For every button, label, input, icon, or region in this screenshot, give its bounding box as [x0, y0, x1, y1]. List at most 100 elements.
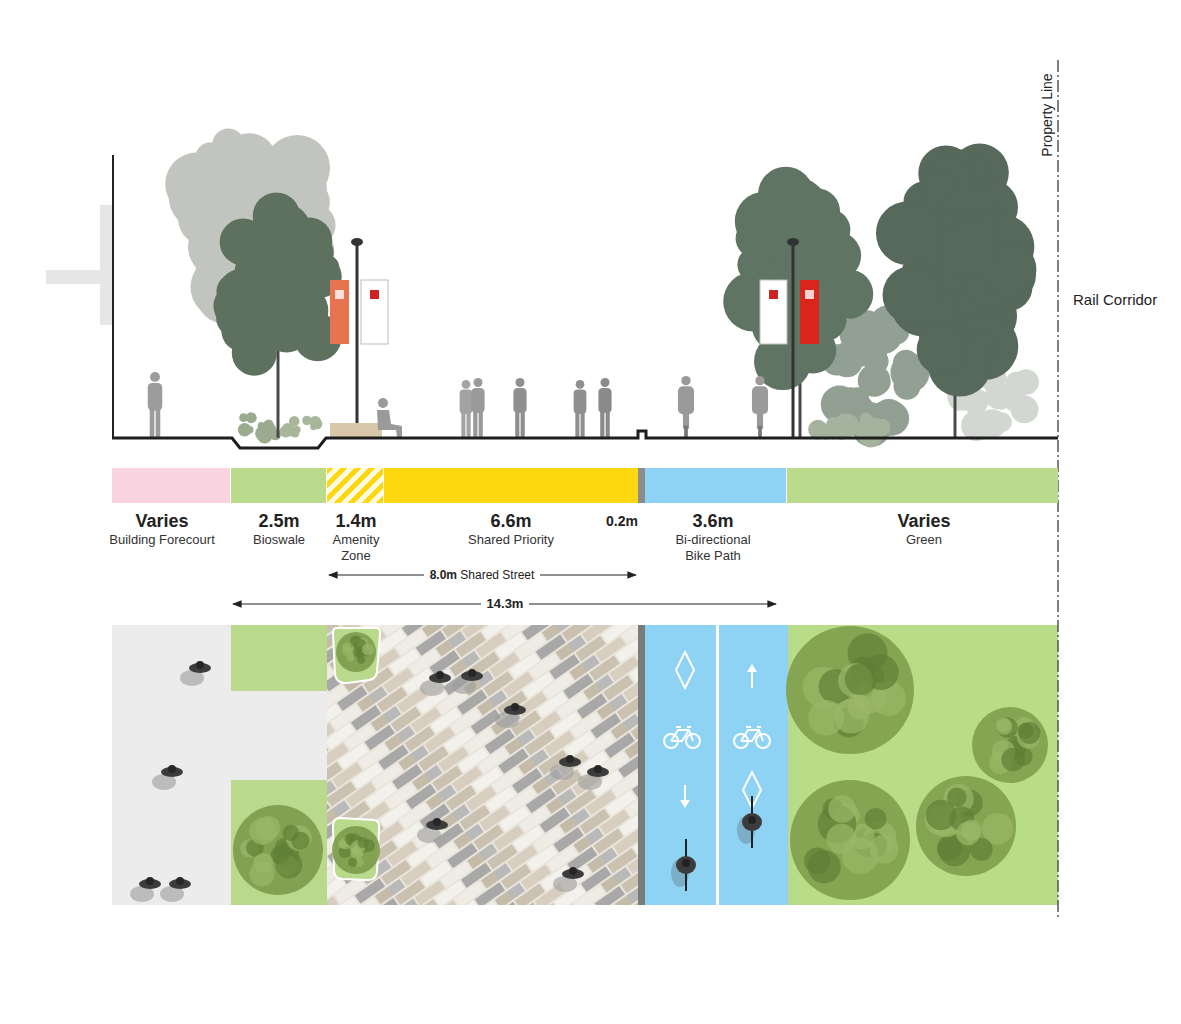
lamp-post [792, 244, 795, 438]
forecourt-paving [231, 625, 327, 905]
direction-arrow [751, 670, 753, 688]
person-top-view [495, 703, 526, 728]
person-silhouette [513, 378, 526, 438]
forecourt-paving [112, 625, 231, 905]
person-top-view [569, 867, 577, 875]
tree-plan [848, 696, 872, 720]
cyclist-silhouette [755, 376, 764, 385]
cyclist-top-view [742, 813, 762, 831]
tree-canopy [925, 170, 957, 202]
cyclist-top-view [748, 816, 756, 824]
cyclist-silhouette [678, 386, 694, 414]
tree-canopy [246, 412, 257, 423]
person-top-view [553, 867, 584, 892]
tree-canopy [165, 129, 335, 336]
banner [800, 280, 819, 344]
tree-canopy [213, 192, 341, 375]
tree-plan [1018, 723, 1034, 739]
tree-canopy [1011, 396, 1039, 424]
cyclist-silhouette [752, 386, 768, 414]
banner [330, 280, 349, 344]
person-silhouette [600, 408, 604, 438]
tree-plan [870, 835, 899, 864]
cyclist-silhouette [752, 376, 768, 438]
person-silhouette [521, 408, 525, 438]
cyclist-top-view [682, 859, 690, 867]
person-silhouette [479, 408, 483, 438]
dimension-value: Varies [824, 510, 1024, 532]
bioswale-planting [231, 625, 327, 691]
zone-name: Building Forecourt [107, 532, 217, 548]
cyclist-silhouette [758, 426, 762, 438]
tree-canopy [938, 221, 996, 279]
building [46, 155, 113, 438]
zone-name: Bioswale [234, 532, 324, 548]
planter [333, 628, 380, 683]
tree-plan [790, 780, 910, 900]
zone-name: Green [824, 532, 1024, 548]
zone-name: Bi-directional Bike Path [663, 532, 763, 564]
person-silhouette [515, 408, 519, 438]
cyclist-top-view [671, 839, 696, 891]
lamp-post [330, 238, 388, 438]
tree-canopy [220, 219, 267, 266]
planter [333, 818, 379, 880]
tree-plan [358, 837, 369, 848]
person-top-view [152, 765, 183, 790]
lamp-post [370, 290, 379, 299]
person-top-view [420, 671, 451, 696]
tree-plan [916, 776, 1016, 876]
tree-plan [250, 861, 275, 886]
person-top-view [594, 765, 602, 773]
person-silhouette [471, 378, 484, 438]
tree-canopy [723, 167, 873, 390]
zone-name: Amenity Zone [324, 532, 388, 564]
plan-view [112, 625, 1058, 905]
direction-arrow [684, 785, 686, 802]
tree-plan [1018, 722, 1040, 744]
section-elevation [112, 129, 1058, 448]
tree-canopy [835, 414, 859, 438]
person-top-view [578, 765, 609, 790]
dimension-label: 8.0m Shared Street [424, 566, 541, 584]
person-silhouette [598, 378, 611, 438]
tree-plan [1001, 748, 1025, 772]
person-top-view [180, 661, 211, 686]
bike-path [645, 625, 788, 905]
tree-canopy [858, 364, 891, 397]
zone-caption: 3.6mBi-directional Bike Path [663, 510, 763, 564]
person-top-view [468, 669, 476, 677]
dimension-value: Varies [107, 510, 217, 532]
seated-person [377, 410, 402, 437]
banner [361, 280, 388, 344]
tree-canopy [994, 395, 1009, 410]
person-top-view [436, 671, 444, 679]
dimension-value: 6.6m [411, 510, 611, 532]
zone-caption: 6.6mShared Priority [411, 510, 611, 548]
person-top-view [176, 877, 184, 885]
person-silhouette [474, 378, 483, 387]
tree-canopy [917, 324, 968, 375]
tree-plan [338, 840, 347, 849]
tree-plan [997, 717, 1018, 738]
tree-plan [828, 795, 856, 823]
tree-plan [926, 800, 957, 831]
tree-canopy [865, 417, 885, 437]
tree-canopy [280, 416, 323, 438]
street-zone-band: 2.5mBioswale [231, 468, 326, 503]
person-top-view [417, 818, 448, 843]
tree-plan [786, 626, 914, 754]
zone-name: Shared Priority [411, 532, 611, 548]
tree-canopy [808, 412, 890, 447]
person-top-view [550, 755, 581, 780]
cyclist-top-view [737, 796, 762, 848]
zone-caption: VariesGreen [824, 510, 1024, 548]
tree-plan [249, 818, 276, 845]
street-zone-band: VariesGreen [787, 468, 1058, 503]
lamp-post [769, 290, 778, 299]
person-top-view [566, 755, 574, 763]
tree-plan [826, 824, 856, 854]
tree-plan [845, 663, 877, 695]
